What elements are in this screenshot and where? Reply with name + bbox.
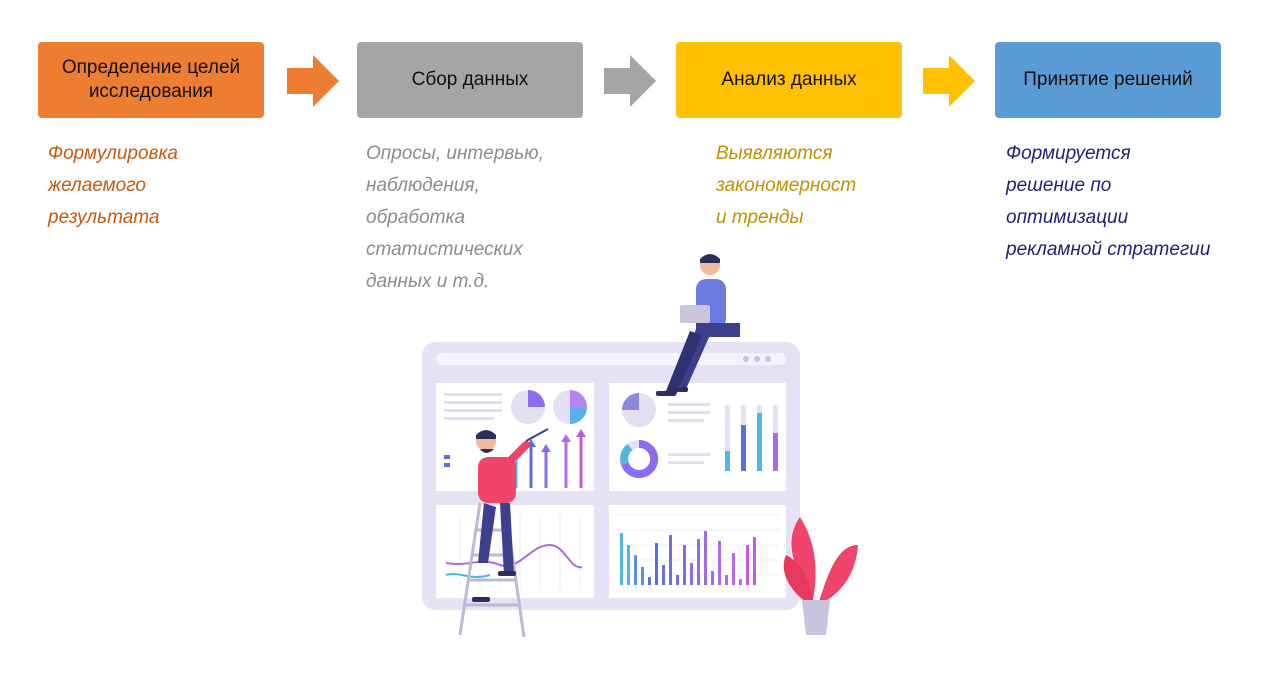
arrow-right-icon <box>604 55 656 107</box>
arrow-right-icon <box>287 55 339 107</box>
description-decision: Формируется решение по оптимизации рекла… <box>1006 143 1211 260</box>
description-goals: Формулировка желаемого результата <box>48 143 178 228</box>
description-data-collection: Опросы, интервью, наблюдения, обработка … <box>366 143 544 292</box>
step-box-data-analysis: Анализ данных <box>676 42 902 118</box>
arrow-right-icon <box>923 55 975 107</box>
data-analytics-dashboard-illustration <box>422 254 858 638</box>
step-label-decision: Принятие решений <box>1023 69 1193 90</box>
description-data-analysis: Выявляются закономерност и тренды <box>716 143 857 228</box>
step-box-goals: Определение целей исследования <box>38 42 264 118</box>
step-label-data-collection: Сбор данных <box>411 69 529 90</box>
step-box-data-collection: Сбор данных <box>357 42 583 118</box>
step-box-decision: Принятие решений <box>995 42 1221 118</box>
step-label-data-analysis: Анализ данных <box>721 69 857 90</box>
step-label-goals: Определение целей исследования <box>61 57 241 102</box>
